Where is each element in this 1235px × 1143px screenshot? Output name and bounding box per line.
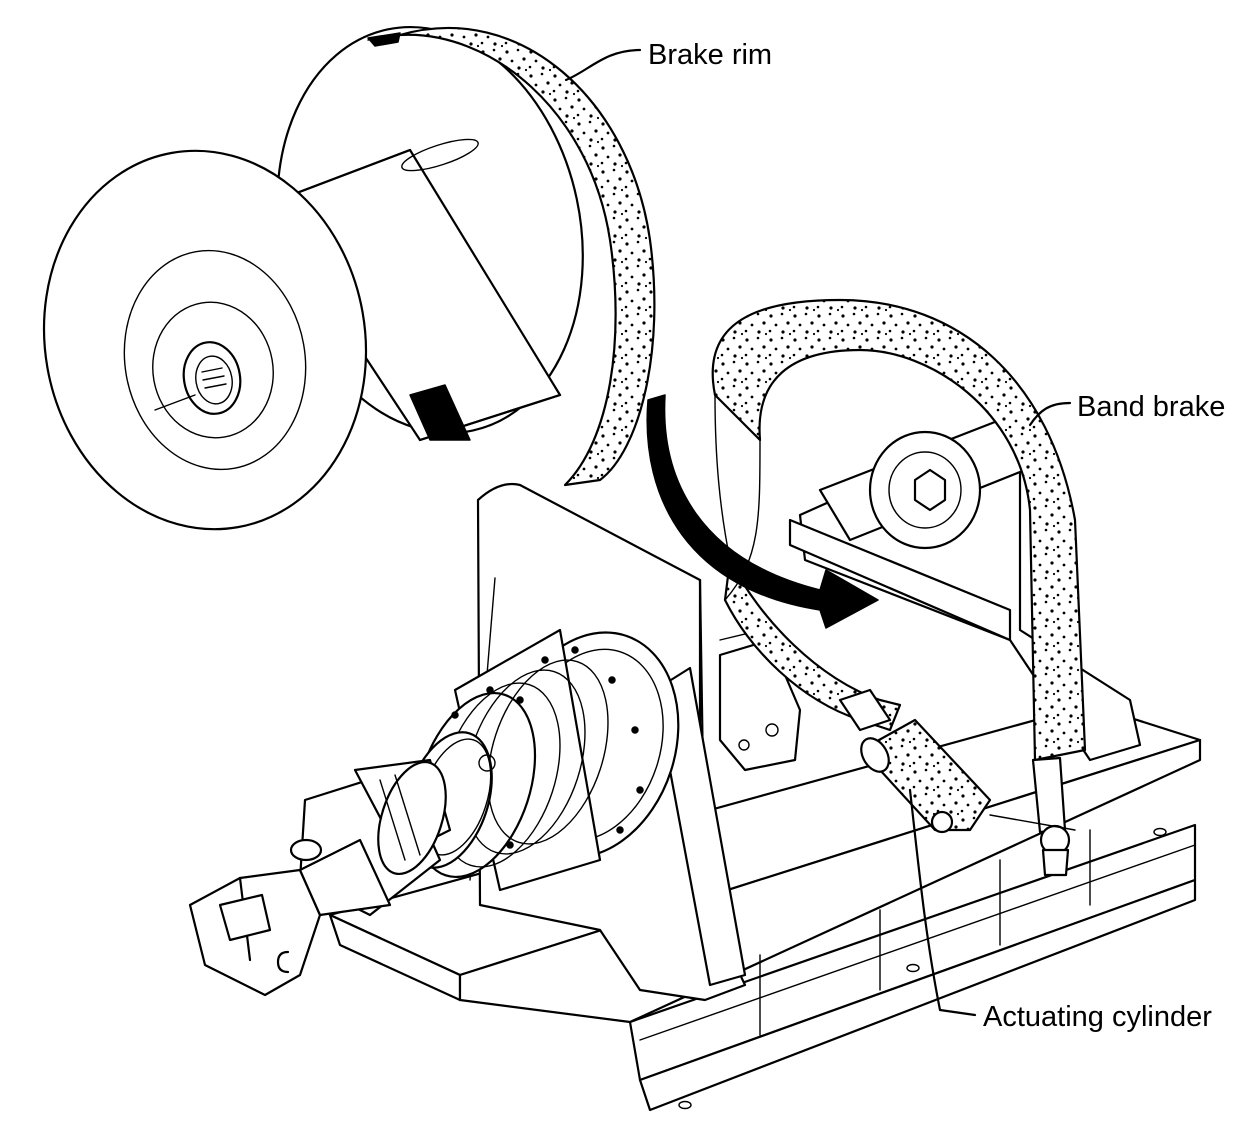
- hydraulic-motor: [188, 758, 452, 997]
- label-band-brake: Band brake: [1077, 391, 1225, 423]
- assembly-arrow: [646, 394, 879, 629]
- label-actuating-cylinder: Actuating cylinder: [983, 1001, 1212, 1033]
- callout-brake-rim: Brake rim: [564, 39, 772, 82]
- label-brake-rim: Brake rim: [648, 39, 772, 71]
- winch-drum: [42, 25, 656, 531]
- callout-actuating-cylinder: Actuating cylinder: [908, 788, 1212, 1033]
- actuating-cylinder: [838, 688, 992, 834]
- callout-band-brake: Band brake: [1028, 391, 1225, 427]
